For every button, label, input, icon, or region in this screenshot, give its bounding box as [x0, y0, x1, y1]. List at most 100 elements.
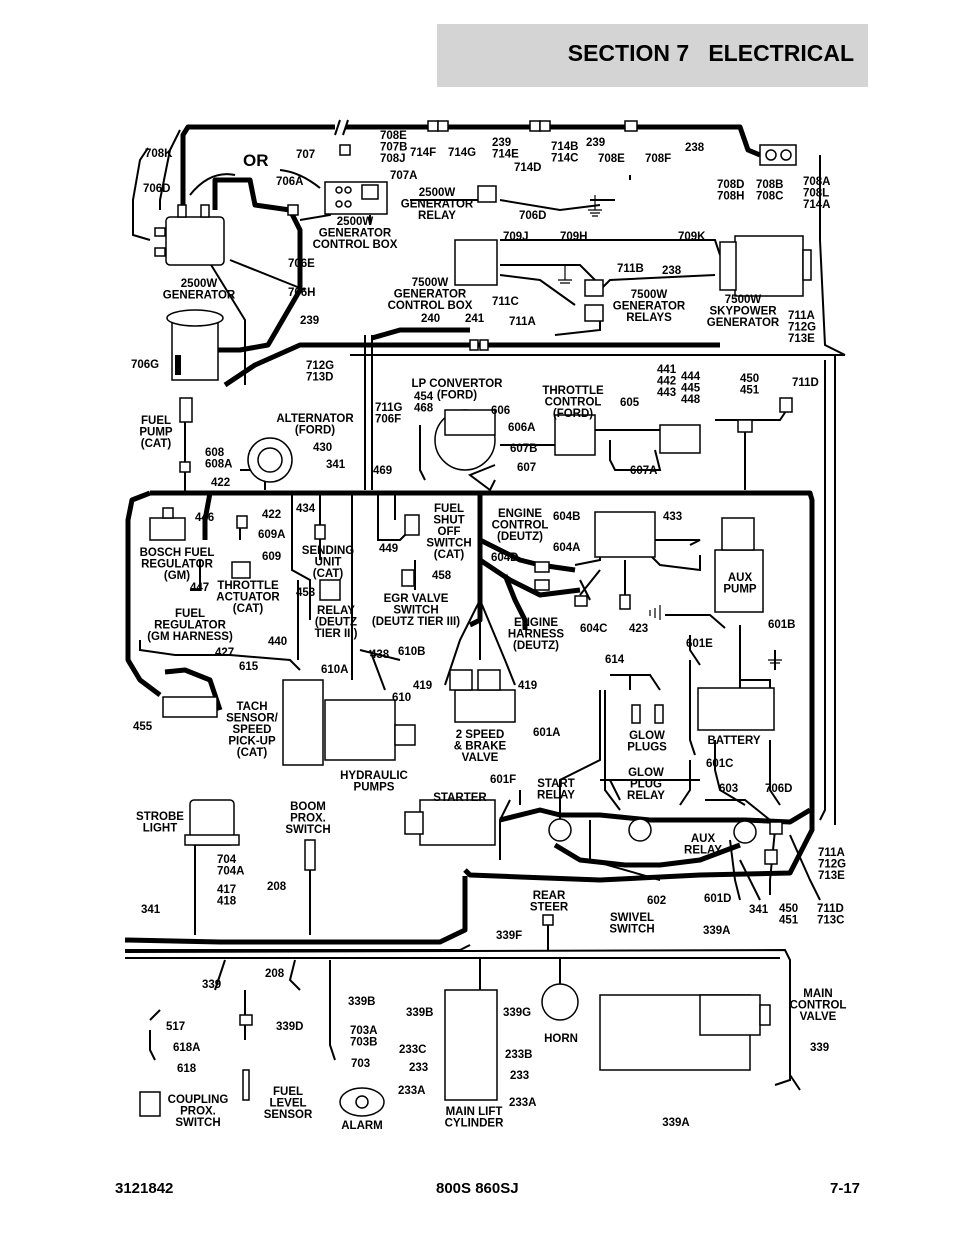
wire-label-line: 703A: [350, 1025, 378, 1037]
wire-label-line: 7500W: [725, 294, 762, 306]
wire-label-line: 602: [647, 895, 666, 907]
wire-label-line: 706D: [765, 783, 793, 795]
wire-label-711b: 711B: [617, 263, 644, 275]
wire-label-line: GENERATOR: [319, 228, 392, 240]
wire-label-line: 604A: [553, 542, 581, 554]
wire-label-711a_a: 711A: [509, 316, 536, 328]
wire-label-line: 708J: [380, 153, 406, 165]
wire-label-618a: 618A: [173, 1042, 201, 1054]
wire-label-line: 708H: [717, 191, 745, 203]
wire-label-239b: 239: [586, 137, 605, 149]
wire-label-423: 423: [629, 623, 648, 635]
wire-label-line: 706G: [131, 359, 159, 371]
wire-label-line: 233: [409, 1062, 428, 1074]
wire-label-line: FUEL: [141, 415, 171, 427]
wire-label-line: PLUG: [630, 779, 662, 791]
skypower-generator: [734, 235, 804, 297]
wire-label-line: 711G: [375, 402, 403, 414]
wire-label-line: 601E: [686, 638, 713, 650]
generator-relay-2500w: [477, 185, 497, 203]
glow-plug-relay: [628, 818, 652, 842]
wire-label-line: 241: [465, 313, 485, 325]
wire-label-line: RELAYS: [626, 312, 672, 324]
wire-label-711c: 711C: [492, 296, 519, 308]
wire-label-line: SENDING: [302, 545, 354, 557]
wire-label-line: LIGHT: [143, 823, 178, 835]
wire-label-line: MAIN: [803, 988, 832, 1000]
relay-deutz: [319, 579, 341, 601]
wire-label-line: (CAT): [313, 568, 344, 580]
wire-label-line: 430: [313, 442, 332, 454]
wire-label-line: 711A: [788, 310, 815, 322]
wire-label-601e: 601E: [686, 638, 713, 650]
model-name: 800S 860SJ: [436, 1180, 519, 1197]
wire-label-line: THROTTLE: [542, 385, 604, 397]
wire-label-469: 469: [373, 465, 392, 477]
wire-label-233a2: 233: [510, 1070, 529, 1082]
wire-label-line: 614: [605, 654, 625, 666]
coupling-prox-switch: [139, 1091, 161, 1117]
wire-label-line: 607B: [510, 443, 538, 455]
wire-label-line: 707: [296, 149, 315, 161]
wire-label-446: 446: [195, 512, 214, 524]
wire-label-line: 2 SPEED: [456, 729, 505, 741]
wire-label-line: TIER III): [315, 628, 358, 640]
wire-label-line: 434: [296, 503, 316, 515]
throttle-actuator: [231, 561, 251, 579]
wire-label-line: 208: [265, 968, 285, 980]
wire-label-line: 610B: [398, 646, 426, 658]
wire-label-line: (CAT): [237, 747, 268, 759]
start-relay: [548, 818, 572, 842]
wire-label-battery: BATTERY: [707, 735, 760, 747]
wire-label-line: 417: [217, 884, 236, 896]
wire-label-line: 341: [141, 904, 161, 916]
wire-label-line: 711D: [817, 903, 844, 915]
wire-label-line: 610: [392, 692, 411, 704]
wire-label-708e2: 708E: [598, 153, 625, 165]
wire-label-line: ACTUATOR: [216, 592, 280, 604]
wire-label-line: 233B: [505, 1049, 533, 1061]
wire-label-line: 706A: [276, 176, 304, 188]
wire-label-line: FUEL: [175, 608, 205, 620]
wire-label-line: 714F: [410, 147, 436, 159]
wire-label-line: STEER: [530, 902, 569, 914]
wire-label-427: 427: [215, 647, 234, 659]
wire-label-line: (DEUTZ TIER III): [372, 616, 460, 628]
wire-label-line: 604C: [580, 623, 608, 635]
wire-label-line: & BRAKE: [454, 741, 507, 753]
wire-label-line: (FORD): [437, 390, 477, 402]
wire-label-line: 419: [413, 680, 432, 692]
control-box-switch: [361, 184, 379, 200]
wire-label-line: AUX: [728, 572, 753, 584]
wire-label-706d_b: 706D: [519, 210, 547, 222]
wire-label-starter: STARTER: [433, 792, 487, 804]
wire-label-610: 610: [392, 692, 411, 704]
section-title: SECTION 7 ELECTRICAL: [567, 40, 854, 66]
wire-label-455: 455: [133, 721, 153, 733]
wire-label-line: (DEUTZ): [513, 640, 559, 652]
wire-label-604d: 604D: [491, 552, 519, 564]
wire-label-line: 714C: [551, 153, 579, 165]
wire-label-line: 704: [217, 854, 237, 866]
wire-label-line: FUEL: [273, 1086, 303, 1098]
wire-label-line: GENERATOR: [394, 289, 467, 301]
wire-label-line: PUMP: [723, 584, 757, 596]
wire-label-706g: 706G: [131, 359, 159, 371]
wire-label-line: 341: [749, 904, 769, 916]
boom-prox-switch: [304, 839, 316, 871]
wire-label-line: REAR: [533, 890, 566, 902]
wire-label-line: BATTERY: [707, 735, 760, 747]
wire-label-line: 438: [370, 649, 390, 661]
